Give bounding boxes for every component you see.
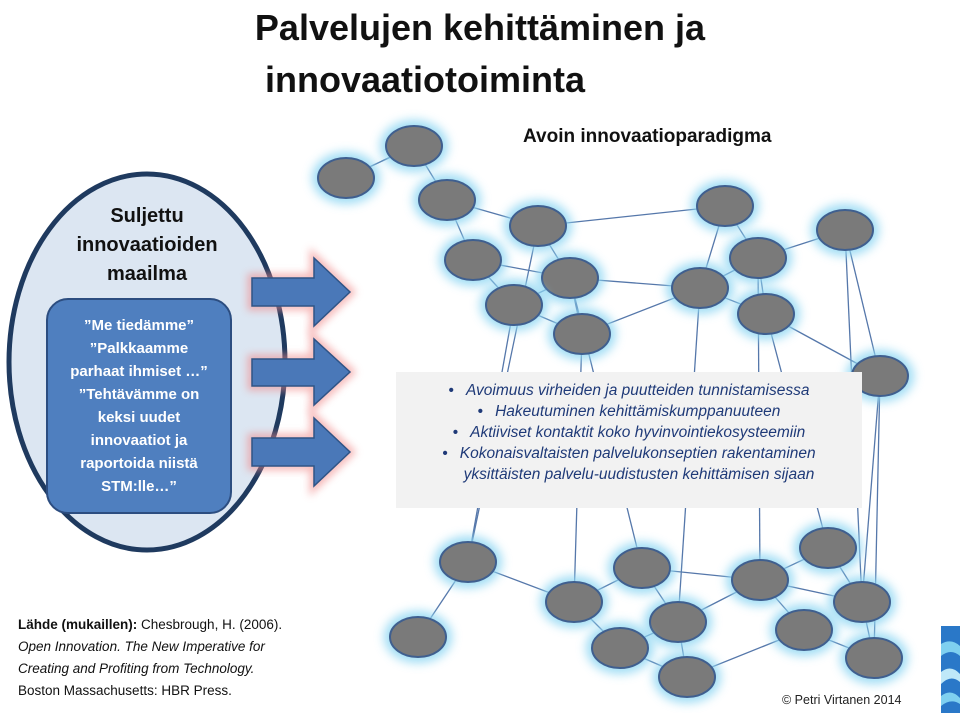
source-publisher: Boston Massachusetts: HBR Press. bbox=[18, 683, 232, 698]
network-node bbox=[586, 622, 654, 674]
node-ellipse bbox=[775, 609, 833, 651]
decorative-wave-graphic bbox=[941, 626, 960, 713]
bullet-dot-icon: • bbox=[477, 403, 484, 420]
closed-heading-line: maailma bbox=[106, 263, 188, 285]
network-node bbox=[691, 180, 759, 232]
closed-world-heading: Suljettu innovaatioiden maailma bbox=[40, 202, 254, 289]
node-ellipse bbox=[799, 527, 857, 569]
closed-heading-line: Suljettu bbox=[110, 205, 184, 227]
bullet-item: • Avoimuus virheiden ja puutteiden tunnis… bbox=[396, 380, 862, 401]
network-node bbox=[380, 120, 448, 172]
bullet-dot-icon: • bbox=[442, 445, 448, 462]
node-ellipse bbox=[613, 547, 671, 589]
network-node bbox=[384, 611, 452, 663]
node-ellipse bbox=[658, 656, 716, 698]
network-edge bbox=[861, 375, 881, 603]
node-ellipse bbox=[845, 637, 903, 679]
node-ellipse bbox=[649, 601, 707, 643]
network-node bbox=[439, 234, 507, 286]
quote-line: ”Tehtävämme on bbox=[78, 386, 200, 403]
source-line: Creating and Profiting from Technology. bbox=[18, 658, 282, 680]
page-title: Palvelujen kehittäminen ja innovaatiotoi… bbox=[0, 2, 960, 106]
source-ref: Chesbrough, H. (2006). bbox=[137, 617, 283, 632]
network-node bbox=[726, 554, 794, 606]
node-ellipse bbox=[816, 209, 874, 251]
source-citation: Lähde (mukaillen): Chesbrough, H. (2006)… bbox=[18, 614, 282, 702]
bullet-item: • Hakeutuminen kehittämiskumppanuuteen bbox=[396, 401, 862, 422]
network-nodes bbox=[312, 120, 914, 703]
network-node bbox=[434, 536, 502, 588]
node-ellipse bbox=[317, 157, 375, 199]
network-node bbox=[413, 174, 481, 226]
node-ellipse bbox=[541, 257, 599, 299]
node-ellipse bbox=[418, 179, 476, 221]
node-ellipse bbox=[729, 237, 787, 279]
closed-heading-line: innovaatioiden bbox=[76, 234, 218, 256]
quote-line: ”Me tiedämme” bbox=[83, 317, 195, 334]
source-line: Lähde (mukaillen): Chesbrough, H. (2006)… bbox=[18, 614, 282, 636]
source-book-line-1: Open Innovation. The New Imperative for bbox=[18, 639, 265, 654]
quote-line: keksi uudet bbox=[97, 409, 181, 426]
quote-line: innovaatiot ja bbox=[90, 432, 188, 449]
network-node bbox=[536, 252, 604, 304]
network-node bbox=[504, 200, 572, 252]
quote-line: ”Palkkaamme bbox=[89, 340, 189, 357]
copyright-notice: © Petri Virtanen 2014 bbox=[782, 693, 902, 707]
node-ellipse bbox=[509, 205, 567, 247]
open-paradigm-bullet-box: • Avoimuus virheiden ja puutteiden tunnis… bbox=[396, 372, 862, 508]
node-ellipse bbox=[385, 125, 443, 167]
arrow-right-icon bbox=[247, 328, 357, 416]
bullet-item: • Aktiiviset kontaktit koko hyvinvointiek… bbox=[396, 422, 862, 443]
title-line-2: innovaatiotoiminta bbox=[264, 59, 585, 100]
network-node bbox=[770, 604, 838, 656]
node-ellipse bbox=[553, 313, 611, 355]
node-ellipse bbox=[737, 293, 795, 335]
open-paradigm-heading: Avoin innovaatioparadigma bbox=[523, 126, 772, 147]
network-node bbox=[846, 350, 914, 402]
node-ellipse bbox=[545, 581, 603, 623]
network-node bbox=[312, 152, 380, 204]
bullet-continuation: yksittäisten palvelu-uudistusten kehittä… bbox=[463, 466, 815, 483]
source-label: Lähde (mukaillen): bbox=[18, 617, 138, 632]
source-line: Open Innovation. The New Imperative for bbox=[18, 636, 282, 658]
node-ellipse bbox=[591, 627, 649, 669]
arrow-right-icon bbox=[247, 407, 357, 497]
node-ellipse bbox=[671, 267, 729, 309]
network-node bbox=[840, 632, 908, 684]
bullet-dot-icon: • bbox=[452, 424, 459, 441]
network-node bbox=[666, 262, 734, 314]
node-ellipse bbox=[833, 581, 891, 623]
node-ellipse bbox=[731, 559, 789, 601]
network-node bbox=[608, 542, 676, 594]
quote-line: STM:lle…” bbox=[101, 478, 177, 495]
network-node bbox=[540, 576, 608, 628]
bullet-text: Kokonaisvaltaisten palvelukonseptien rak… bbox=[459, 445, 816, 462]
network-node bbox=[644, 596, 712, 648]
quote-line: parhaat ihmiset …” bbox=[70, 363, 208, 380]
network-node bbox=[732, 288, 800, 340]
network-node bbox=[480, 279, 548, 331]
network-node bbox=[828, 576, 896, 628]
bullet-dot-icon: • bbox=[448, 382, 454, 399]
network-node bbox=[794, 522, 862, 574]
node-ellipse bbox=[444, 239, 502, 281]
node-ellipse bbox=[389, 616, 447, 658]
bullet-text: Hakeutuminen kehittämiskumppanuuteen bbox=[495, 403, 781, 420]
quote-line: raportoida niistä bbox=[80, 455, 198, 472]
node-ellipse bbox=[696, 185, 754, 227]
node-ellipse bbox=[485, 284, 543, 326]
closed-world-quote-box: ”Me tiedämme” ”Palkkaamme parhaat ihmise… bbox=[46, 298, 232, 514]
network-node bbox=[548, 308, 616, 360]
arrow-right-icon bbox=[247, 247, 357, 337]
bullet-item: • Kokonaisvaltaisten palvelukonseptien ra… bbox=[396, 443, 862, 464]
node-ellipse bbox=[439, 541, 497, 583]
network-node bbox=[724, 232, 792, 284]
network-node bbox=[811, 204, 879, 256]
bullet-text: Avoimuus virheiden ja puutteiden tunnist… bbox=[465, 382, 810, 399]
bullet-text: Aktiiviset kontaktit koko hyvinvointieko… bbox=[470, 424, 806, 441]
network-node bbox=[653, 651, 721, 703]
source-book-line-2: Creating and Profiting from Technology. bbox=[18, 661, 255, 676]
title-line-1: Palvelujen kehittäminen ja bbox=[254, 7, 706, 48]
